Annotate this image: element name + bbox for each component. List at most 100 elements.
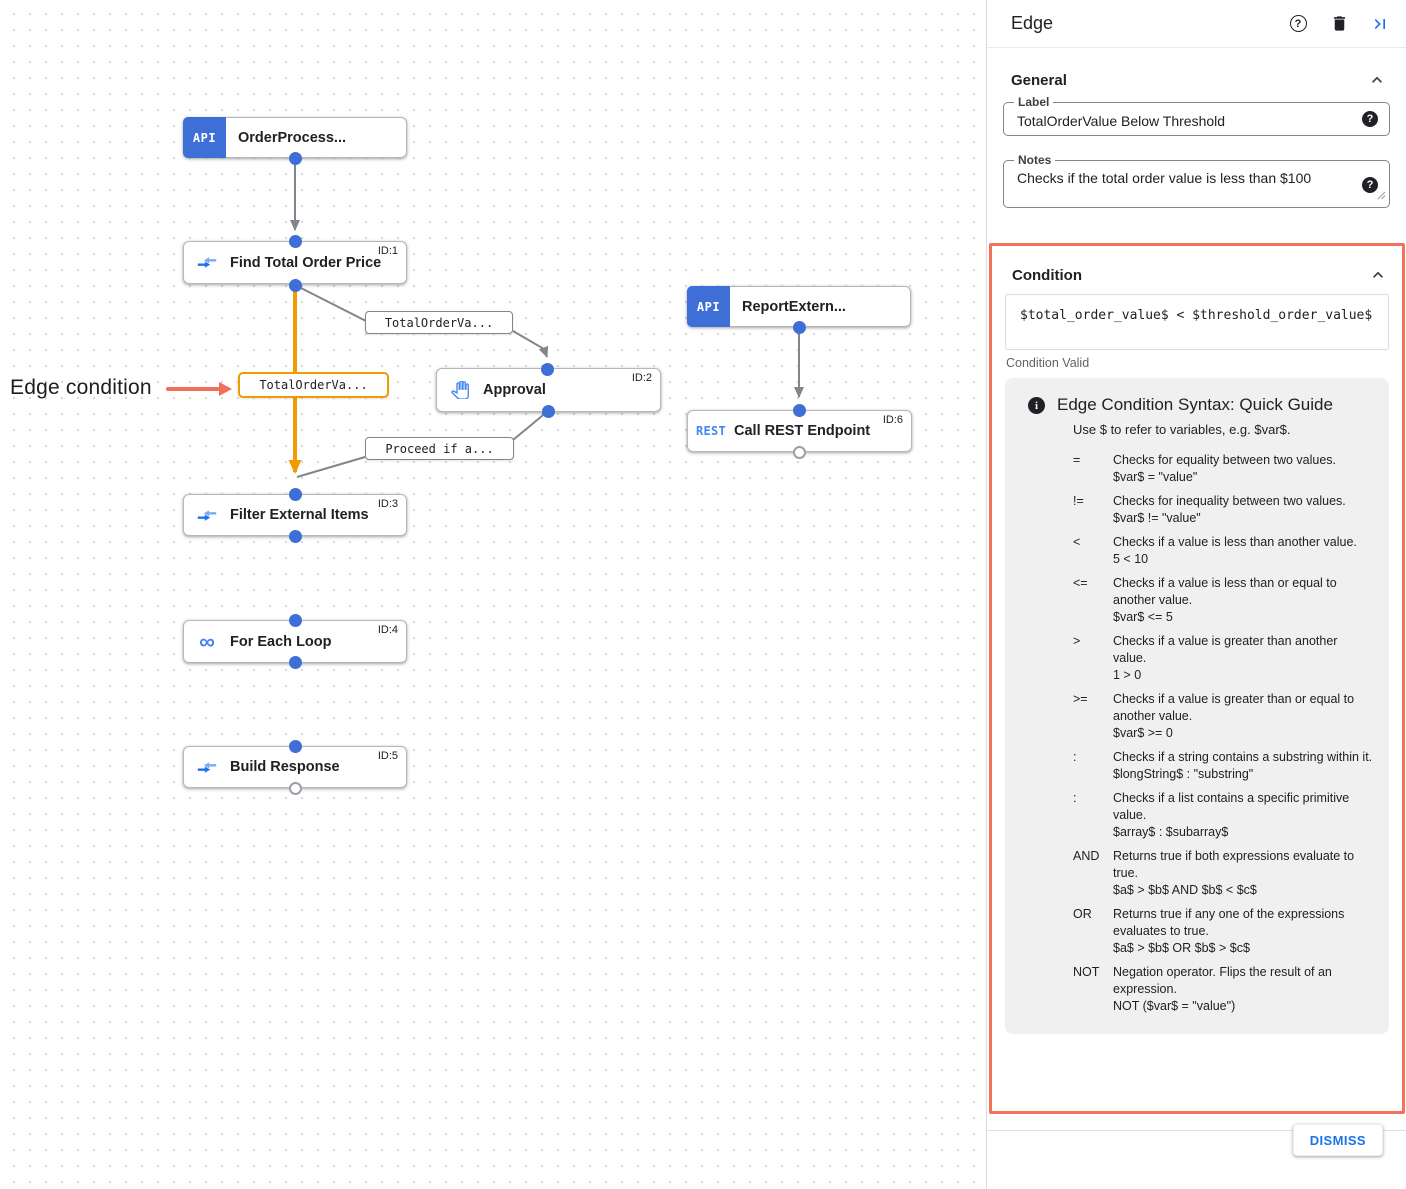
guide-operator-description: Negation operator. Flips the result of a… xyxy=(1113,965,1332,996)
guide-operator-example: $a$ > $b$ OR $b$ > $c$ xyxy=(1113,941,1250,955)
guide-operator-symbol: = xyxy=(1073,453,1081,467)
guide-operator-symbol: >= xyxy=(1073,692,1088,706)
node-label: For Each Loop xyxy=(230,633,332,650)
guide-operator-row: != Checks for inequality between two val… xyxy=(1073,493,1373,527)
panel-title: Edge xyxy=(1011,13,1054,33)
node-task-id: ID:1 xyxy=(377,245,398,257)
guide-operator-row: > Checks if a value is greater than anot… xyxy=(1073,633,1373,684)
collapse-panel-icon[interactable] xyxy=(1368,12,1392,36)
connection-dot[interactable] xyxy=(540,362,554,376)
guide-operator-symbol: NOT xyxy=(1073,965,1100,979)
edge-label-proceed-if[interactable]: Proceed if a... xyxy=(365,437,514,460)
edge-label-to-approval[interactable] xyxy=(512,330,549,358)
connection-dot[interactable] xyxy=(288,487,302,501)
condition-section-highlighted: Condition $total_order_value$ < $thresho… xyxy=(989,243,1405,1114)
node-task-id: ID:2 xyxy=(631,372,652,384)
edge-proceed-label-to-filter[interactable] xyxy=(296,456,366,478)
node-task-id: ID:3 xyxy=(377,498,398,510)
guide-operator-symbol: : xyxy=(1073,750,1077,764)
guide-operator-description: Checks if a value is greater than or equ… xyxy=(1113,692,1355,723)
node-call-rest-endpoint[interactable]: REST Call REST Endpoint ID:6 xyxy=(687,410,912,452)
guide-operator-row: <= Checks if a value is less than or equ… xyxy=(1073,575,1373,626)
guide-operator-row: < Checks if a value is less than another… xyxy=(1073,534,1373,568)
chevron-up-icon[interactable] xyxy=(1365,68,1389,92)
connection-dot[interactable] xyxy=(288,739,302,753)
guide-operator-description: Checks if a list contains a specific pri… xyxy=(1113,791,1350,822)
panel-header: Edge ? xyxy=(987,0,1406,48)
guide-operator-example: $a$ > $b$ AND $b$ < $c$ xyxy=(1113,883,1257,897)
notes-input[interactable]: Checks if the total order value is less … xyxy=(1004,161,1389,202)
guide-operator-description: Checks if a value is greater than anothe… xyxy=(1113,634,1338,665)
connection-dot[interactable] xyxy=(792,320,806,334)
guide-operator-symbol: OR xyxy=(1073,907,1092,921)
guide-operator-row: NOT Negation operator. Flips the result … xyxy=(1073,964,1373,1015)
connection-dot[interactable] xyxy=(288,234,302,248)
condition-section-title: Condition xyxy=(1012,266,1082,284)
guide-operator-example: $var$ >= 0 xyxy=(1113,726,1173,740)
guide-title: Edge Condition Syntax: Quick Guide xyxy=(1057,395,1333,414)
guide-operator-description: Checks for equality between two values. xyxy=(1113,453,1337,467)
general-section-header[interactable]: General xyxy=(987,48,1406,92)
condition-input[interactable]: $total_order_value$ < $threshold_order_v… xyxy=(1005,294,1389,350)
guide-operator-row: : Checks if a list contains a specific p… xyxy=(1073,790,1373,841)
connection-dot[interactable] xyxy=(541,404,555,418)
connection-dot[interactable] xyxy=(288,613,302,627)
node-label: OrderProcess... xyxy=(238,129,346,146)
node-order-process[interactable]: API OrderProcess... xyxy=(183,117,407,158)
resize-handle-icon[interactable] xyxy=(1377,187,1386,205)
guide-operator-example: $var$ = "value" xyxy=(1113,470,1198,484)
connection-dot-open[interactable] xyxy=(792,445,806,459)
guide-operator-symbol: != xyxy=(1073,494,1084,508)
node-label: Find Total Order Price xyxy=(230,254,382,271)
approval-hand-icon xyxy=(437,381,483,399)
guide-operator-symbol: > xyxy=(1073,634,1081,648)
panel-footer-divider xyxy=(987,1130,1406,1131)
node-report-extern[interactable]: API ReportExtern... xyxy=(687,286,911,327)
node-task-id: ID:4 xyxy=(377,624,398,636)
label-help-icon[interactable]: ? xyxy=(1362,111,1378,127)
label-input[interactable] xyxy=(1004,103,1389,135)
condition-syntax-guide: i Edge Condition Syntax: Quick Guide Use… xyxy=(1005,378,1389,1034)
guide-operator-example: NOT ($var$ = "value") xyxy=(1113,999,1236,1013)
connection-dot[interactable] xyxy=(288,655,302,669)
condition-section-header[interactable]: Condition xyxy=(992,246,1402,290)
node-find-total-order-price[interactable]: Find Total Order Price ID:1 xyxy=(183,241,407,284)
label-field-label: Label xyxy=(1014,95,1054,109)
help-icon[interactable]: ? xyxy=(1286,12,1310,36)
connection-dot[interactable] xyxy=(288,529,302,543)
workflow-canvas[interactable]: API OrderProcess... Find Total Order Pri… xyxy=(0,0,986,1189)
guide-subtitle: Use $ to refer to variables, e.g. $var$. xyxy=(1073,422,1291,437)
connection-dot[interactable] xyxy=(792,403,806,417)
data-mapping-icon xyxy=(184,509,230,522)
guide-operator-row: = Checks for equality between two values… xyxy=(1073,452,1373,486)
info-icon: i xyxy=(1028,397,1045,414)
edge-approval-to-proceed-label[interactable] xyxy=(512,410,549,441)
dismiss-button[interactable]: DISMISS xyxy=(1292,1124,1383,1156)
guide-operator-example: $longString$ : "substring" xyxy=(1113,767,1254,781)
connection-dot[interactable] xyxy=(288,278,302,292)
guide-operator-example: $var$ != "value" xyxy=(1113,511,1201,525)
connection-dot[interactable] xyxy=(288,151,302,165)
data-mapping-icon xyxy=(184,256,230,269)
edge-label-totalordervalue-selected[interactable]: TotalOrderVa... xyxy=(238,372,389,398)
annotation-arrowhead xyxy=(219,382,232,396)
notes-help-icon[interactable]: ? xyxy=(1362,177,1378,193)
chevron-up-icon[interactable] xyxy=(1366,263,1390,287)
guide-operator-row: : Checks if a string contains a substrin… xyxy=(1073,749,1373,783)
delete-icon[interactable] xyxy=(1327,12,1351,36)
data-mapping-icon xyxy=(184,761,230,774)
node-label: Call REST Endpoint xyxy=(734,423,871,439)
rest-badge: REST xyxy=(695,424,727,438)
label-field: Label ? xyxy=(1003,95,1390,136)
edge-findtotal-to-approval-label[interactable] xyxy=(294,284,367,322)
annotation-arrow xyxy=(166,387,220,391)
guide-operator-symbol: < xyxy=(1073,535,1081,549)
guide-operator-example: $var$ <= 5 xyxy=(1113,610,1173,624)
connection-dot-open[interactable] xyxy=(288,781,302,795)
node-filter-external-items[interactable]: Filter External Items ID:3 xyxy=(183,494,407,536)
edge-label-totalordervalue-approval[interactable]: TotalOrderVa... xyxy=(365,311,513,334)
general-section-title: General xyxy=(1011,71,1067,89)
condition-valid-status: Condition Valid xyxy=(1006,356,1090,370)
node-label: Approval xyxy=(483,382,546,398)
